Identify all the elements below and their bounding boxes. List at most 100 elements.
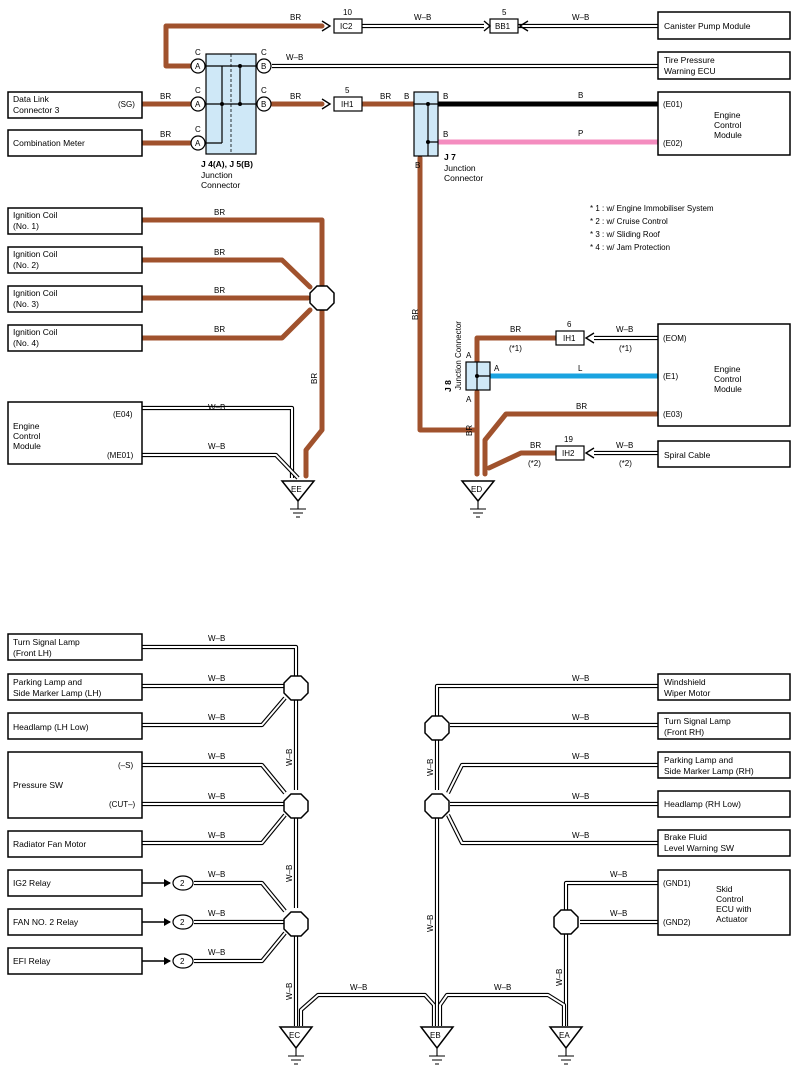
inline-connectors xyxy=(321,18,595,461)
wb-wire-core xyxy=(142,407,293,478)
wb-wires xyxy=(142,23,658,1026)
wire-label-wb-31: W–B xyxy=(555,969,564,986)
pin-letter-a3: A xyxy=(195,139,201,148)
wb-wire xyxy=(446,762,658,794)
pressure-sw-label: Pressure SW xyxy=(13,780,63,790)
ignition-coil-3-label-1: Ignition Coil xyxy=(13,288,58,298)
wire-label-wb-3: W–B xyxy=(286,53,303,62)
wb-wire xyxy=(142,762,287,795)
j8-pin-a1: A xyxy=(466,351,472,360)
j4-j5-sub-2: Connector xyxy=(201,180,240,190)
j7-pin-b1: B xyxy=(404,92,409,101)
pin-letter-c1: C xyxy=(195,48,201,57)
ground-ee: EE xyxy=(291,485,302,494)
junction-j7 xyxy=(413,91,439,157)
wb-wire-core xyxy=(447,814,658,844)
wire-label-wb-21: W–B xyxy=(494,983,511,992)
junction-j4-j5 xyxy=(205,53,258,155)
wire-label-br-2: BR xyxy=(160,92,171,101)
wire-label-wb-26: W–B xyxy=(572,831,589,840)
note-3: * 3 : w/ Sliding Roof xyxy=(590,230,661,239)
relay-pin-3: 2 xyxy=(180,957,185,966)
wire-label-br-11: BR xyxy=(411,309,420,320)
ecm3-label-1: Engine xyxy=(714,364,741,374)
wire-label-wb-12: W–B xyxy=(208,792,225,801)
wire-label-wb-9: W–B xyxy=(208,674,225,683)
wb-wire-core xyxy=(142,814,286,844)
wire-label-p: P xyxy=(578,129,583,138)
combination-meter-label: Combination Meter xyxy=(13,138,85,148)
wb-wire xyxy=(298,992,437,1026)
ground-symbols xyxy=(278,480,584,1050)
pin-sg: (SG) xyxy=(118,100,135,109)
wire-label-wb-22: W–B xyxy=(572,674,589,683)
wire-label-wb-10: W–B xyxy=(208,713,225,722)
wire-label-wb-14: W–B xyxy=(208,870,225,879)
wb-wire-core xyxy=(194,882,286,912)
wire-label-wb-30: W–B xyxy=(610,909,627,918)
ground-ed: ED xyxy=(471,485,482,494)
wb-wire xyxy=(194,880,287,913)
conn-ic2: IC2 xyxy=(340,22,353,31)
wb-wire-core xyxy=(142,454,299,479)
wb-wire-core xyxy=(436,685,658,716)
component-boxes xyxy=(7,11,791,975)
wire-label-br-8: BR xyxy=(214,286,225,295)
ecm2-label-1: Engine xyxy=(13,421,40,431)
conn-ih1b: IH1 xyxy=(563,334,576,343)
wiper-label-2: Wiper Motor xyxy=(664,688,710,698)
skid-label-4: Actuator xyxy=(716,914,748,924)
pin-minus-s: (–S) xyxy=(118,761,133,770)
wb-wire xyxy=(142,644,299,676)
wb-wire xyxy=(142,452,300,480)
canister-pump-module-label: Canister Pump Module xyxy=(664,21,751,31)
conn-bb1: BB1 xyxy=(495,22,511,31)
pin-gnd2: (GND2) xyxy=(663,918,691,927)
wire-label-wb-24: W–B xyxy=(572,752,589,761)
wb-wire-core xyxy=(447,764,658,794)
wire-label-wb-29: W–B xyxy=(610,870,627,879)
j7-label: J 7 xyxy=(444,152,456,162)
note-4: * 4 : w/ Jam Protection xyxy=(590,243,670,252)
wire-label-wb-11: W–B xyxy=(208,752,225,761)
wb-wire-core xyxy=(142,764,286,794)
turn-lh-label-2: (Front LH) xyxy=(13,648,52,658)
wiper-label-1: Windshield xyxy=(664,677,706,687)
ignition-coil-2-label-2: (No. 2) xyxy=(13,260,39,270)
wire-label-wb-2: W–B xyxy=(572,13,589,22)
ecm1-label-2: Control xyxy=(714,120,742,130)
wire-label-wb-18: W–B xyxy=(285,865,294,882)
conn-ih1-num: 5 xyxy=(345,86,350,95)
ignition-coil-4-label-2: (No. 4) xyxy=(13,338,39,348)
marker-2b: (*2) xyxy=(619,459,632,468)
brake-fluid-label-1: Brake Fluid xyxy=(664,832,707,842)
wire-label-wb-19: W–B xyxy=(285,983,294,1000)
wire-label-wb-28: W–B xyxy=(426,915,435,932)
j7-pin-b3: B xyxy=(443,130,448,139)
j7-pin-b4: B xyxy=(415,161,420,170)
wb-wire-core xyxy=(142,697,286,726)
j8-label: J 8 xyxy=(443,380,453,392)
turn-rh-label-2: (Front RH) xyxy=(664,727,704,737)
conn-ih2-num: 19 xyxy=(564,435,573,444)
br-wires xyxy=(139,23,661,479)
wire-label-br-15: BR xyxy=(530,441,541,450)
conn-bb1-num: 5 xyxy=(502,8,507,17)
j8-sub: Junction Connector xyxy=(454,321,463,390)
wire-label-wb-20: W–B xyxy=(350,983,367,992)
pin-letter-c3: C xyxy=(195,125,201,134)
wire-label-br-14: BR xyxy=(465,425,474,436)
wire-label-br-4: BR xyxy=(290,92,301,101)
pin-letter-c5: C xyxy=(261,86,267,95)
wb-wire xyxy=(563,880,658,910)
ig2-relay-label: IG2 Relay xyxy=(13,878,52,888)
skid-label-2: Control xyxy=(716,894,744,904)
pin-e03: (E03) xyxy=(663,410,683,419)
wire-label-wb-15: W–B xyxy=(208,909,225,918)
spiral-cable-label: Spiral Cable xyxy=(664,450,711,460)
conn-ih1: IH1 xyxy=(341,100,354,109)
pin-gnd1: (GND1) xyxy=(663,879,691,888)
wb-wire xyxy=(434,683,658,716)
wb-wire-core xyxy=(300,994,435,1026)
